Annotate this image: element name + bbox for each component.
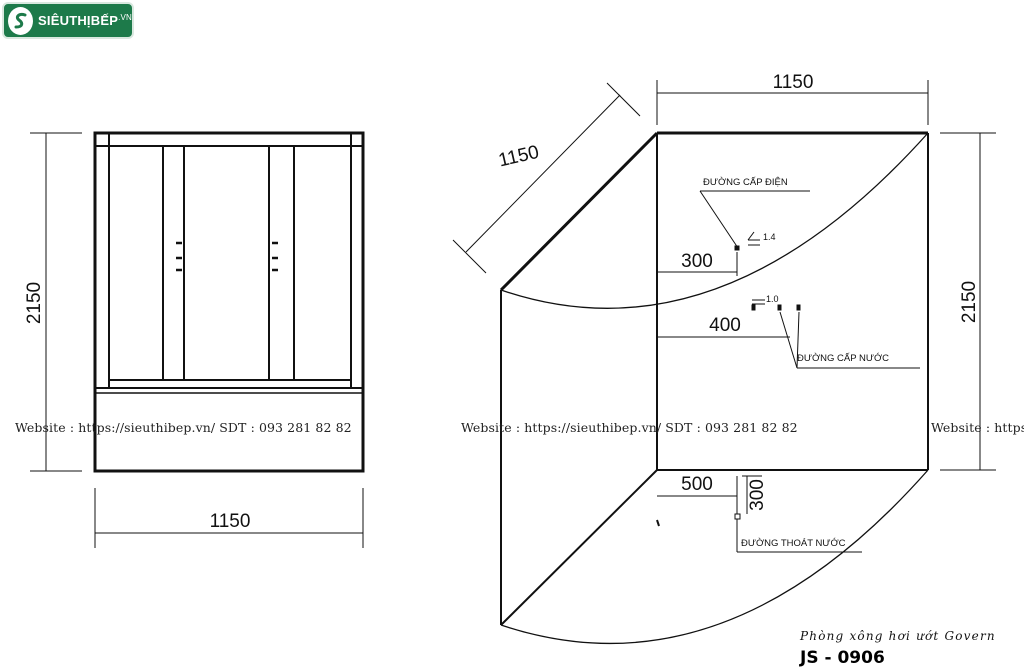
top-width-dimension	[656, 80, 929, 125]
diagonal-wall-edge	[499, 131, 659, 292]
drain-label: ĐƯỜNG THOÁT NƯỚC	[741, 538, 846, 549]
electric-cable-marker	[657, 190, 810, 276]
stylized-s-leaf-icon	[8, 6, 34, 35]
lower-arc	[500, 469, 929, 645]
drain-marker	[656, 475, 862, 553]
top-width-label: 1150	[773, 72, 814, 93]
diagonal-dimension	[452, 82, 641, 274]
water-offset-label: 400	[709, 315, 741, 336]
right-height-label: 2150	[959, 281, 980, 323]
water-supply-marker	[657, 299, 920, 369]
front-height-dimension	[30, 132, 82, 472]
electric-cable-label: ĐƯỜNG CẤP ĐIỆN	[703, 177, 788, 188]
front-height-label: 2150	[24, 282, 45, 324]
door-handle-left	[176, 241, 182, 272]
drain-offset-v-label: 300	[747, 479, 768, 511]
front-outer-frame	[93, 131, 365, 473]
diagonal-width-label: 1150	[496, 142, 541, 172]
logo-text: SIÊUTHỊBẾP.VN	[38, 13, 132, 28]
plan-view	[452, 80, 996, 645]
drain-offset-h-label: 500	[681, 474, 713, 495]
watermark-3: Website : https:/	[931, 420, 1024, 435]
right-height-dimension	[940, 132, 996, 471]
watermark-1: Website : https://sieuthibep.vn/ SDT : 0…	[15, 420, 352, 435]
front-width-dimension	[94, 488, 364, 548]
upper-arc	[500, 132, 929, 309]
model-code: JS - 0906	[800, 648, 885, 668]
product-caption: Phòng xông hơi ướt Govern	[800, 629, 996, 643]
door-handle-right	[272, 241, 278, 272]
water-height-mark: 1.0	[766, 294, 779, 304]
water-supply-label: ĐƯỜNG CẤP NƯỚC	[797, 353, 889, 364]
front-width-label: 1150	[210, 511, 251, 532]
electric-height-mark: 1.4	[763, 232, 776, 242]
brand-logo: SIÊUTHỊBẾP.VN	[2, 2, 134, 39]
watermark-2: Website : https://sieuthibep.vn/ SDT : 0…	[461, 420, 798, 435]
electric-offset-label: 300	[681, 251, 713, 272]
front-view	[30, 131, 365, 548]
